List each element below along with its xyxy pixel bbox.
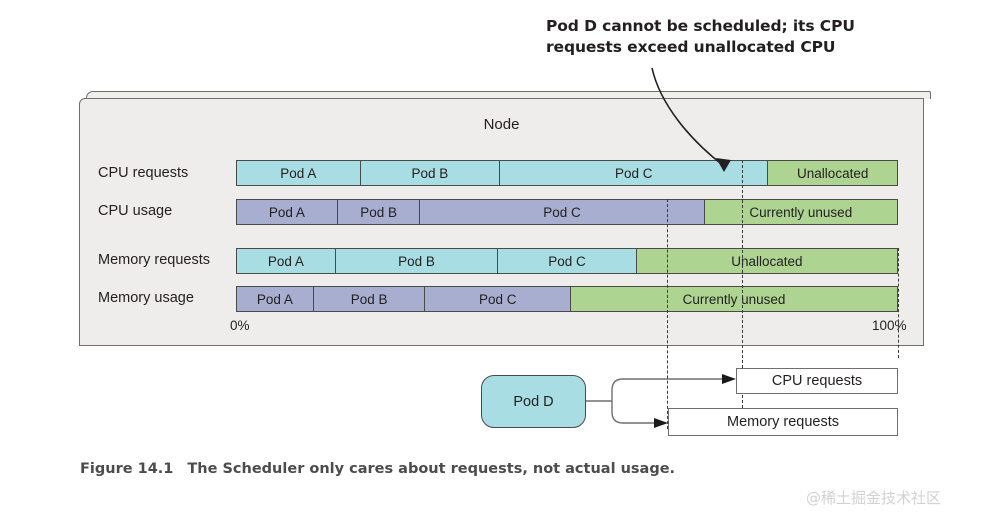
bar-segment-currently-unused: Currently unused bbox=[704, 200, 898, 224]
node-box-top-edge bbox=[86, 91, 931, 99]
bar-segment-unallocated: Unallocated bbox=[768, 161, 897, 185]
row-label-cpu-usage: CPU usage bbox=[98, 203, 173, 219]
figure-caption-text: The Scheduler only cares about requests,… bbox=[187, 461, 676, 477]
bar-segment-pod-c: Pod C bbox=[500, 161, 769, 185]
scale-label-max: 100% bbox=[872, 318, 907, 333]
bar-segment-pod-b: Pod B bbox=[313, 287, 426, 311]
pod-d-cpu-requests-box: CPU requests bbox=[736, 368, 898, 394]
bar-segment-pod-c: Pod C bbox=[425, 287, 571, 311]
bar-segment-unallocated: Unallocated bbox=[636, 249, 897, 273]
bar-segment-pod-a: Pod A bbox=[237, 200, 338, 224]
bar-memory-usage: Pod A Pod B Pod C Currently unused bbox=[236, 286, 898, 312]
figure-caption: Figure 14.1 The Scheduler only cares abou… bbox=[80, 461, 675, 477]
guide-line-node-capacity bbox=[898, 248, 899, 358]
bar-segment-currently-unused: Currently unused bbox=[570, 287, 897, 311]
bar-segment-pod-a: Pod A bbox=[237, 249, 336, 273]
connector-arrowhead-cpu bbox=[722, 374, 736, 384]
connector-arrowhead-memory bbox=[654, 418, 668, 428]
bar-segment-pod-b: Pod B bbox=[337, 200, 421, 224]
bar-memory-requests: Pod A Pod B Pod C Unallocated bbox=[236, 248, 898, 274]
bar-segment-pod-a: Pod A bbox=[237, 161, 361, 185]
row-label-memory-requests: Memory requests bbox=[98, 252, 211, 268]
row-label-cpu-requests: CPU requests bbox=[98, 165, 189, 181]
bar-segment-pod-a: Pod A bbox=[237, 287, 314, 311]
node-title: Node bbox=[483, 116, 520, 133]
scale-label-min: 0% bbox=[230, 318, 250, 333]
figure-number: Figure 14.1 bbox=[80, 461, 174, 477]
watermark: @稀土掘金技术社区 bbox=[806, 489, 942, 507]
bar-segment-pod-c: Pod C bbox=[420, 200, 705, 224]
bar-segment-pod-b: Pod B bbox=[335, 249, 499, 273]
bar-cpu-usage: Pod A Pod B Pod C Currently unused bbox=[236, 199, 898, 225]
bar-cpu-requests: Pod A Pod B Pod C Unallocated bbox=[236, 160, 898, 186]
bar-segment-pod-c: Pod C bbox=[498, 249, 637, 273]
callout-line-1: Pod D cannot be scheduled; its CPU bbox=[546, 17, 855, 35]
connector-to-memory-requests bbox=[611, 401, 654, 424]
pod-d-memory-requests-box: Memory requests bbox=[668, 408, 898, 436]
callout-annotation: Pod D cannot be scheduled; its CPU reque… bbox=[546, 16, 876, 58]
guide-line-cpu-requests-boundary bbox=[742, 160, 743, 413]
bar-segment-pod-b: Pod B bbox=[360, 161, 501, 185]
callout-line-2: requests exceed unallocated CPU bbox=[546, 38, 836, 56]
row-label-memory-usage: Memory usage bbox=[98, 290, 194, 306]
guide-line-memory-requests-boundary bbox=[667, 199, 668, 429]
pod-d-node[interactable]: Pod D bbox=[481, 375, 586, 428]
